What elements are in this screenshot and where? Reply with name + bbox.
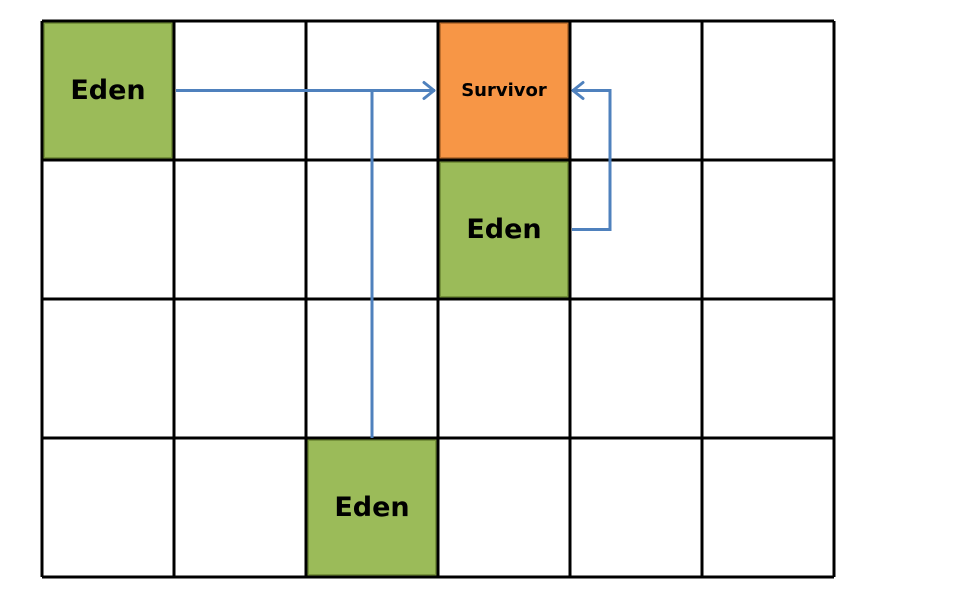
eden-label: Eden: [334, 492, 409, 523]
copy-arrow-eden-2-to-survivor: [571, 81, 612, 231]
survivor-label: Survivor: [461, 80, 547, 101]
eden-region: [42, 21, 174, 160]
heap-grid: [40, 19, 836, 579]
copy-arrows: [176, 81, 612, 438]
eden-label: Eden: [70, 75, 145, 106]
survivor-region: [438, 21, 570, 160]
eden-label: Eden: [466, 214, 541, 245]
